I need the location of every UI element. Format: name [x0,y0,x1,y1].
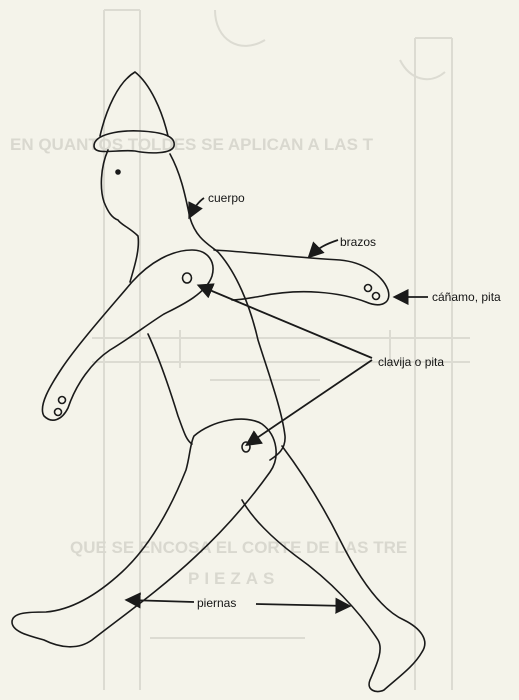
bleed-through-layer [92,10,470,690]
back-arm [214,250,389,305]
ghost-curve [215,10,265,46]
hat [100,72,168,136]
hand-hole-1 [365,285,372,292]
clavija-leader-lower [248,360,372,444]
label-cuerpo: cuerpo [208,191,245,205]
cuerpo-leader [190,198,204,216]
shoulder-joint [183,273,192,283]
front-hand-hole-1 [59,397,66,404]
label-clavija: clavija o pita [378,355,444,369]
label-brazos: brazos [340,235,376,249]
front-hand-hole-2 [55,409,62,416]
hips [148,334,192,444]
label-canamo: cáñamo, pita [432,290,501,304]
piernas-arrow-right [256,604,348,606]
label-piernas: piernas [197,596,236,610]
front-arm [42,250,213,420]
ghost-text-3: PIEZAS [188,569,279,588]
ghost-text-1: EN QUANTOS TOLDES SE APLICAN A LAS T [10,135,374,154]
brazos-leader [310,240,338,256]
piernas-arrow-left [128,600,194,602]
ghost-curve-2 [400,60,445,79]
torso [101,150,285,460]
ghost-text-2: QUE SE ENCOSA EL CORTE DE LAS TRE [70,538,407,557]
hand-hole-2 [373,293,380,300]
front-leg [12,419,276,647]
eye [116,170,120,174]
